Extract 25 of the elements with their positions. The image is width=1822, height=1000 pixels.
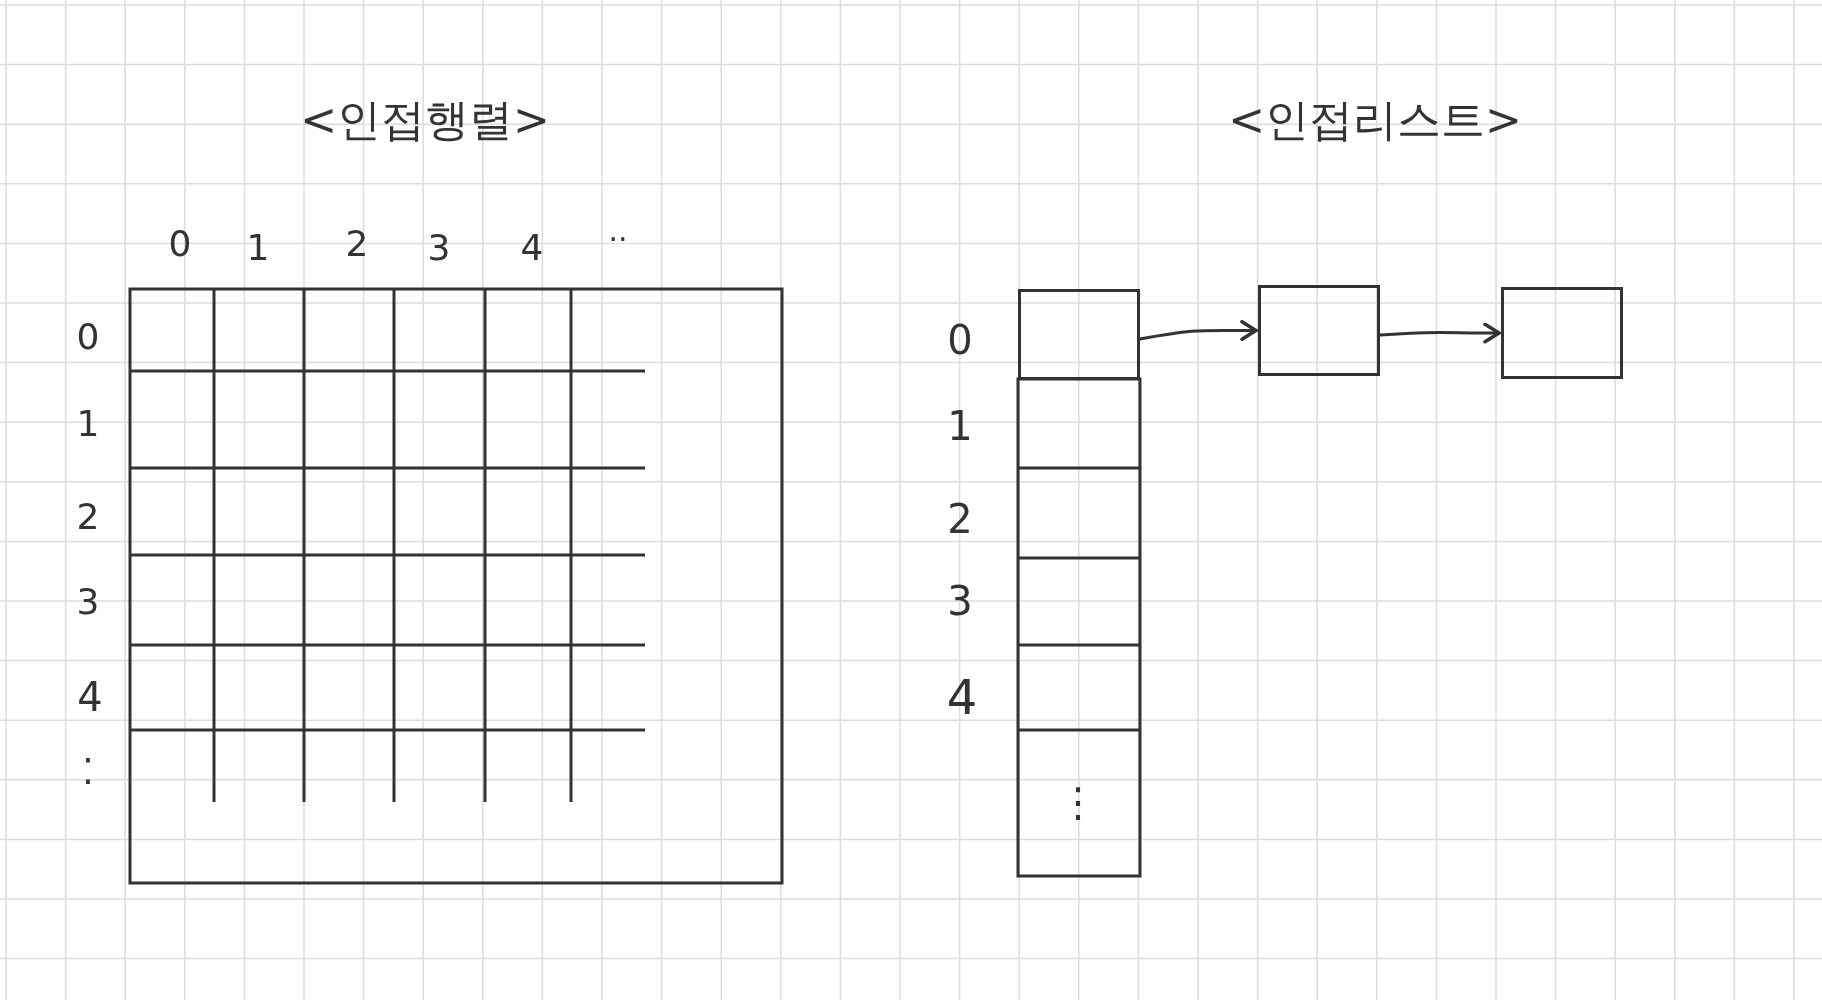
row-index: 0 xyxy=(76,319,100,355)
row-index: 1 xyxy=(947,406,973,446)
row-index: 0 xyxy=(947,320,973,360)
arrow xyxy=(1378,322,1501,344)
column-index: 0 xyxy=(168,226,192,262)
row-index: 1 xyxy=(76,406,100,442)
title: <인접리스트> xyxy=(1228,98,1522,142)
ellipsis: ⋮ xyxy=(1058,782,1098,822)
row-index: 2 xyxy=(947,499,973,539)
column-index: 3 xyxy=(427,230,451,266)
title: <인접행렬> xyxy=(300,98,550,142)
column-index: ·· xyxy=(608,225,628,255)
array-cell xyxy=(1018,289,1140,380)
column-index: 4 xyxy=(520,230,544,266)
row-index: 3 xyxy=(947,581,973,621)
row-index: ⁚ xyxy=(82,754,94,790)
arrow xyxy=(1138,319,1258,341)
list-node-box xyxy=(1258,285,1380,376)
column-index: 2 xyxy=(345,226,369,262)
row-index: 3 xyxy=(76,584,100,620)
row-index: 4 xyxy=(946,673,978,721)
list-node-box xyxy=(1501,287,1623,379)
column-index: 1 xyxy=(246,230,270,266)
row-index: 2 xyxy=(76,499,100,535)
row-index: 4 xyxy=(77,677,103,717)
